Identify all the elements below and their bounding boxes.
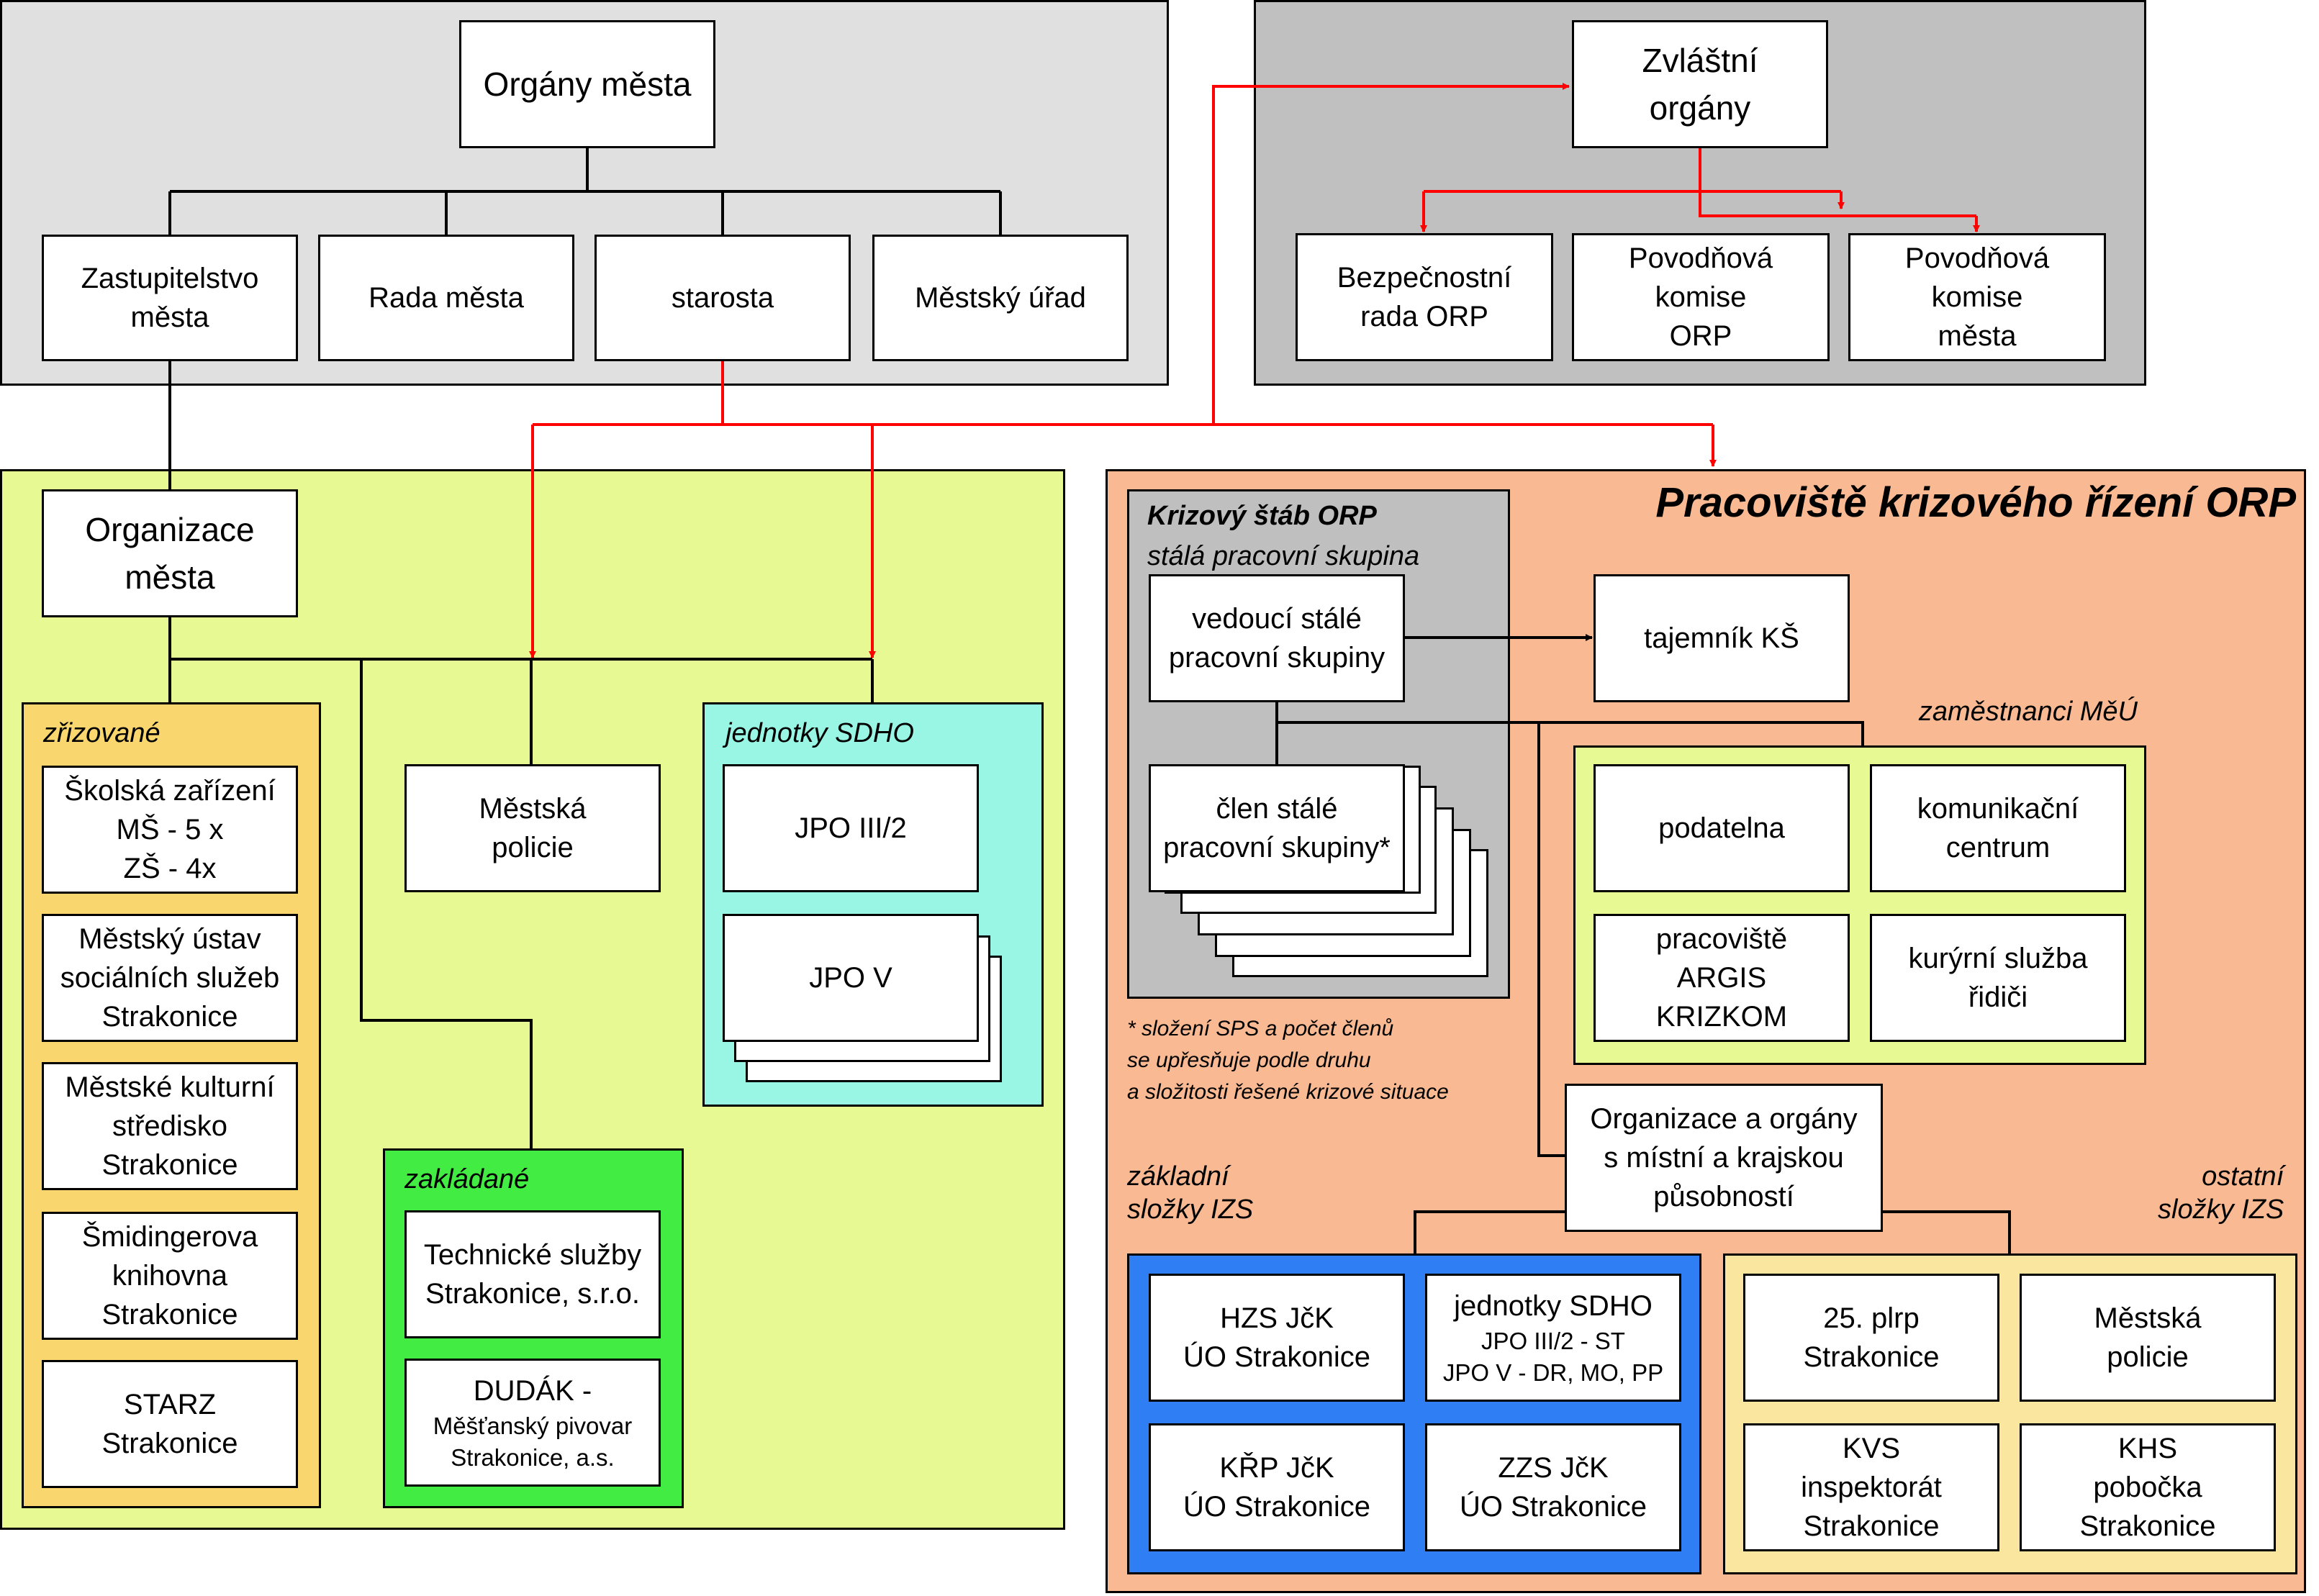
cultural-center-label: Městské kulturní středisko Strakonice <box>65 1071 275 1181</box>
argis-workplace-label: pracoviště ARGIS KRIZKOM <box>1655 923 1788 1033</box>
khs-label: KHS pobočka Strakonice <box>2079 1433 2216 1542</box>
library-box: Šmidingerova knihovna Strakonice <box>42 1212 298 1340</box>
staff-member-box: člen stálé pracovní skupiny* <box>1149 764 1405 892</box>
staff-member-label: člen stálé pracovní skupiny* <box>1163 793 1391 863</box>
city-organs-title: Orgány města <box>483 65 692 103</box>
city-board-label: Rada města <box>369 282 524 314</box>
courier-service-label: kurýrní služba řidiči <box>1908 943 2088 1013</box>
security-council-box: Bezpečnostní rada ORP <box>1296 233 1553 361</box>
jpo-iii-box: JPO III/2 <box>723 764 979 892</box>
izs-other-label: ostatní složky IZS <box>2158 1161 2284 1225</box>
school-facilities-label: Školská zařízení MŠ - 5 x ZŠ - 4x <box>64 775 276 884</box>
city-organizations-title-box: Organizace města <box>42 489 298 617</box>
mayor-box: starosta <box>595 235 851 361</box>
khs-box: KHS pobočka Strakonice <box>2020 1423 2276 1551</box>
communication-center-label: komunikační centrum <box>1917 793 2079 863</box>
regiment-box: 25. plrp Strakonice <box>1743 1274 1999 1402</box>
police-region-box: KŘP JčK ÚO Strakonice <box>1149 1423 1405 1551</box>
staff-leader-box: vedoucí stálé pracovní skupiny <box>1149 574 1405 702</box>
brewery-description: Měšťanský pivovar Strakonice, a.s. <box>433 1413 633 1471</box>
kvs-box: KVS inspektorát Strakonice <box>1743 1423 1999 1551</box>
brewery-box: DUDÁK - Měšťanský pivovar Strakonice, a.… <box>404 1359 661 1487</box>
city-organizations-title: Organizace města <box>85 511 255 596</box>
secretary-label: tajemník KŠ <box>1644 622 1799 654</box>
employees-label: zaměstnanci MěÚ <box>1918 697 2138 727</box>
cultural-center-box: Městské kulturní středisko Strakonice <box>42 1062 298 1190</box>
city-police-box: Městská policie <box>404 764 661 892</box>
crisis-workplace-title: Pracoviště krizového řízení ORP <box>1655 479 2296 526</box>
flood-commission-city-label: Povodňová komise města <box>1904 242 2050 352</box>
zakladane-label: zakládané <box>404 1164 530 1194</box>
jpo-v-box: JPO V <box>723 914 979 1042</box>
starz-box: STARZ Strakonice <box>42 1360 298 1488</box>
ambulance-label: ZZS JčK ÚO Strakonice <box>1459 1452 1647 1523</box>
secretary-box: tajemník KŠ <box>1594 574 1850 702</box>
technical-services-label: Technické služby Strakonice, s.r.o. <box>423 1239 642 1310</box>
hzs-box: HZS JčK ÚO Strakonice <box>1149 1274 1405 1402</box>
regiment-label: 25. plrp Strakonice <box>1803 1302 1940 1373</box>
izs-city-police-box: Městská policie <box>2020 1274 2276 1402</box>
filing-office-label: podatelna <box>1658 812 1785 844</box>
crisis-staff-title: Krizový štáb ORP <box>1147 501 1377 531</box>
zrizovane-label: zřizované <box>43 718 161 748</box>
izs-basic-label: základní složky IZS <box>1127 1161 1254 1225</box>
jpo-v-label: JPO V <box>809 962 892 994</box>
council-label: Zastupitelstvo města <box>81 263 259 333</box>
hzs-label: HZS JčK ÚO Strakonice <box>1183 1302 1371 1373</box>
technical-services-box: Technické služby Strakonice, s.r.o. <box>404 1210 661 1338</box>
ambulance-box: ZZS JčK ÚO Strakonice <box>1425 1423 1681 1551</box>
crisis-staff-subtitle: stálá pracovní skupina <box>1147 541 1420 571</box>
city-board-box: Rada města <box>318 235 574 361</box>
courier-service-box: kurýrní služba řidiči <box>1870 914 2126 1042</box>
local-organizations-box: Organizace a orgány s místní a krajskou … <box>1565 1084 1883 1232</box>
izs-city-police-label: Městská policie <box>2094 1302 2202 1373</box>
police-region-label: KŘP JčK ÚO Strakonice <box>1183 1452 1371 1523</box>
municipal-office-box: Městský úřad <box>872 235 1129 361</box>
school-facilities-box: Školská zařízení MŠ - 5 x ZŠ - 4x <box>42 766 298 894</box>
communication-center-box: komunikační centrum <box>1870 764 2126 892</box>
city-organs-title-box: Orgány města <box>459 20 715 148</box>
sdho-units-box: jednotky SDHO JPO III/2 - ST JPO V - DR,… <box>1425 1274 1681 1402</box>
staff-footnote: * složení SPS a počet členů se upřesňuje… <box>1127 1017 1449 1104</box>
kvs-label: KVS inspektorát Strakonice <box>1801 1433 1942 1542</box>
council-box: Zastupitelstvo města <box>42 235 298 361</box>
library-label: Šmidingerova knihovna Strakonice <box>81 1221 258 1330</box>
starz-label: STARZ Strakonice <box>101 1389 238 1459</box>
flood-commission-city-box: Povodňová komise města <box>1848 233 2106 361</box>
staff-leader-label: vedoucí stálé pracovní skupiny <box>1168 603 1385 674</box>
flood-commission-orp-box: Povodňová komise ORP <box>1572 233 1830 361</box>
security-council-label: Bezpečnostní rada ORP <box>1337 262 1512 332</box>
brewery-name: DUDÁK - <box>473 1375 592 1407</box>
flood-commission-orp-label: Povodňová komise ORP <box>1628 242 1773 352</box>
mayor-label: starosta <box>671 282 774 314</box>
social-services-box: Městský ústav sociálních služeb Strakoni… <box>42 914 298 1042</box>
special-organs-title: Zvláštní orgány <box>1642 42 1758 127</box>
city-police-label: Městská policie <box>479 793 587 863</box>
sdho-units-title: jednotky SDHO <box>1454 1290 1653 1322</box>
jpo-iii-label: JPO III/2 <box>795 812 907 844</box>
argis-workplace-box: pracoviště ARGIS KRIZKOM <box>1594 914 1850 1042</box>
local-organizations-label: Organizace a orgány s místní a krajskou … <box>1590 1103 1858 1212</box>
social-services-label: Městský ústav sociálních služeb Strakoni… <box>60 923 280 1033</box>
sdho-units-detail: JPO III/2 - ST JPO V - DR, MO, PP <box>1442 1328 1664 1386</box>
municipal-office-label: Městský úřad <box>915 282 1086 314</box>
sdho-label: jednotky SDHO <box>725 718 914 748</box>
special-organs-title-box: Zvláštní orgány <box>1572 20 1828 148</box>
filing-office-box: podatelna <box>1594 764 1850 892</box>
